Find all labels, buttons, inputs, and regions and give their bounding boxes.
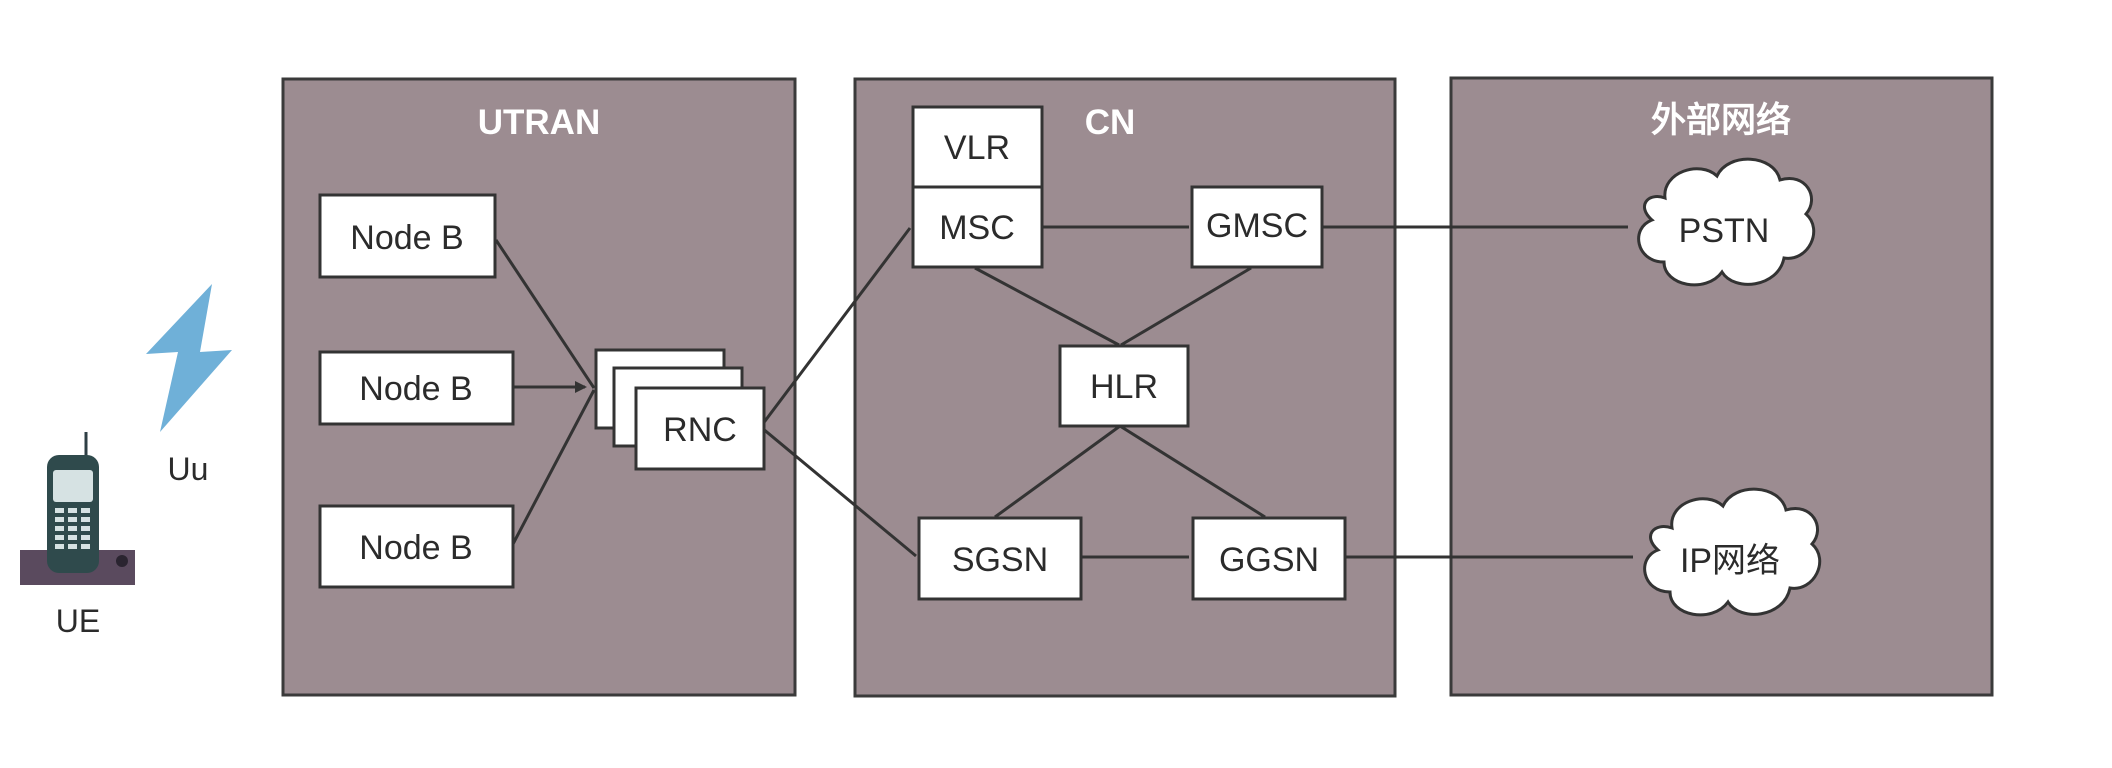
link-msc-hlr xyxy=(974,266,1120,347)
link-gmsc-hlr xyxy=(1120,266,1252,347)
lightning-icon xyxy=(146,284,232,432)
mobile-phone-icon xyxy=(20,432,135,585)
link-nodeb3-rnc xyxy=(511,389,596,545)
svg-text:GGSN: GGSN xyxy=(1219,541,1319,579)
ggsn-node: GGSN xyxy=(1191,516,1347,601)
utran-title: UTRAN xyxy=(478,103,600,142)
rnc-stack: RNC xyxy=(594,348,766,471)
sgsn-node: SGSN xyxy=(917,516,1083,601)
svg-text:MSC: MSC xyxy=(939,209,1015,247)
svg-text:VLR: VLR xyxy=(944,129,1010,167)
link-nodeb1-rnc xyxy=(494,239,596,389)
node-b-1: Node B xyxy=(318,193,497,279)
svg-text:Node B: Node B xyxy=(350,219,463,257)
link-hlr-sgsn xyxy=(994,424,1121,519)
svg-text:Node B: Node B xyxy=(359,370,472,408)
connections xyxy=(494,225,1633,559)
vlr-node: VLR xyxy=(911,105,1044,189)
svg-text:HLR: HLR xyxy=(1090,368,1158,406)
cn-title: CN xyxy=(1085,103,1136,142)
uu-label: Uu xyxy=(168,451,209,487)
rnc-label: RNC xyxy=(663,411,737,449)
svg-text:IP网络: IP网络 xyxy=(1680,542,1780,580)
cloud-icon xyxy=(1643,487,1822,617)
svg-text:GMSC: GMSC xyxy=(1206,207,1308,245)
pstn-cloud: PSTN xyxy=(1637,157,1816,287)
link-hlr-ggsn xyxy=(1119,424,1266,519)
ue-device: UE xyxy=(20,432,135,639)
cloud-icon xyxy=(1637,157,1816,287)
hlr-node: HLR xyxy=(1058,344,1190,428)
external-network-title: 外部网络 xyxy=(1651,100,1791,140)
link-rnc-msc xyxy=(760,227,912,426)
svg-text:SGSN: SGSN xyxy=(952,541,1048,579)
ip-network-cloud: IP网络 xyxy=(1643,487,1822,617)
radio-interface: Uu xyxy=(146,284,232,487)
svg-text:Node B: Node B xyxy=(359,529,472,567)
msc-node: MSC xyxy=(911,185,1044,269)
link-rnc-sgsn xyxy=(761,426,917,558)
svg-text:PSTN: PSTN xyxy=(1679,212,1770,250)
node-b-3: Node B xyxy=(318,504,515,589)
ue-label: UE xyxy=(56,603,100,639)
gmsc-node: GMSC xyxy=(1190,185,1324,269)
node-b-2: Node B xyxy=(318,350,515,426)
